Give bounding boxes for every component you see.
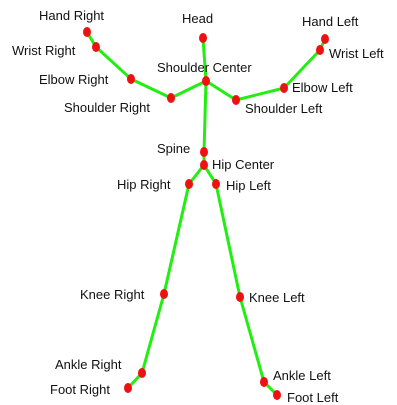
joint-knee-left bbox=[236, 292, 244, 302]
bone-shoulder-right-elbow-right bbox=[129, 77, 173, 100]
joint-knee-right bbox=[160, 289, 168, 299]
joint-shoulder-left bbox=[232, 95, 240, 105]
label-elbow-left: Elbow Left bbox=[292, 80, 353, 95]
label-foot-right: Foot Right bbox=[50, 382, 110, 397]
joint-elbow-right bbox=[127, 74, 135, 84]
label-shoulder-left: Shoulder Left bbox=[245, 101, 323, 116]
label-shoulder-center: Shoulder Center bbox=[157, 60, 252, 75]
joint-shoulder-center bbox=[202, 76, 210, 86]
label-elbow-right: Elbow Right bbox=[39, 72, 109, 87]
joint-elbow-left bbox=[280, 83, 288, 93]
joint-shoulder-right bbox=[167, 93, 175, 103]
bone-shoulder-center-shoulder-right bbox=[169, 79, 208, 100]
label-ankle-right: Ankle Right bbox=[55, 357, 122, 372]
label-wrist-right: Wrist Right bbox=[12, 43, 76, 58]
joint-hip-center bbox=[200, 160, 208, 170]
bone-hip-left-knee-left bbox=[214, 182, 242, 299]
joint-labels: Head Shoulder Center Spine Hip Center Sh… bbox=[12, 8, 384, 405]
joint-wrist-right bbox=[92, 42, 100, 52]
label-head: Head bbox=[182, 11, 213, 26]
joint-head bbox=[199, 33, 207, 43]
joint-hand-right bbox=[83, 27, 91, 37]
bone-shoulder-center-spine bbox=[202, 79, 208, 154]
joint-ankle-left bbox=[260, 377, 268, 387]
label-ankle-left: Ankle Left bbox=[273, 368, 331, 383]
joint-ankle-right bbox=[138, 368, 146, 378]
label-hip-right: Hip Right bbox=[117, 177, 171, 192]
joints bbox=[83, 27, 329, 400]
bone-elbow-left-wrist-left bbox=[282, 48, 322, 90]
joint-spine bbox=[200, 147, 208, 157]
label-knee-right: Knee Right bbox=[80, 287, 145, 302]
bone-knee-right-ankle-right bbox=[140, 292, 166, 375]
joint-foot-left bbox=[273, 390, 281, 400]
label-hip-center: Hip Center bbox=[212, 157, 275, 172]
label-hand-left: Hand Left bbox=[302, 14, 359, 29]
bone-knee-left-ankle-left bbox=[238, 295, 266, 384]
label-spine: Spine bbox=[157, 141, 190, 156]
bone-elbow-right-wrist-right bbox=[94, 45, 133, 81]
label-shoulder-right: Shoulder Right bbox=[64, 100, 150, 115]
bone-head-shoulder-center bbox=[201, 36, 208, 83]
joint-foot-right bbox=[124, 383, 132, 393]
label-hand-right: Hand Right bbox=[39, 8, 104, 23]
joint-hand-left bbox=[321, 34, 329, 44]
label-hip-left: Hip Left bbox=[226, 178, 271, 193]
label-knee-left: Knee Left bbox=[249, 290, 305, 305]
bone-hip-right-knee-right bbox=[162, 182, 191, 296]
bone-shoulder-left-elbow-left bbox=[234, 86, 286, 102]
label-wrist-left: Wrist Left bbox=[329, 46, 384, 61]
joint-wrist-left bbox=[316, 45, 324, 55]
joint-hip-left bbox=[212, 179, 220, 189]
label-foot-left: Foot Left bbox=[287, 390, 339, 405]
bone-shoulder-center-shoulder-left bbox=[204, 79, 238, 102]
joint-hip-right bbox=[185, 179, 193, 189]
